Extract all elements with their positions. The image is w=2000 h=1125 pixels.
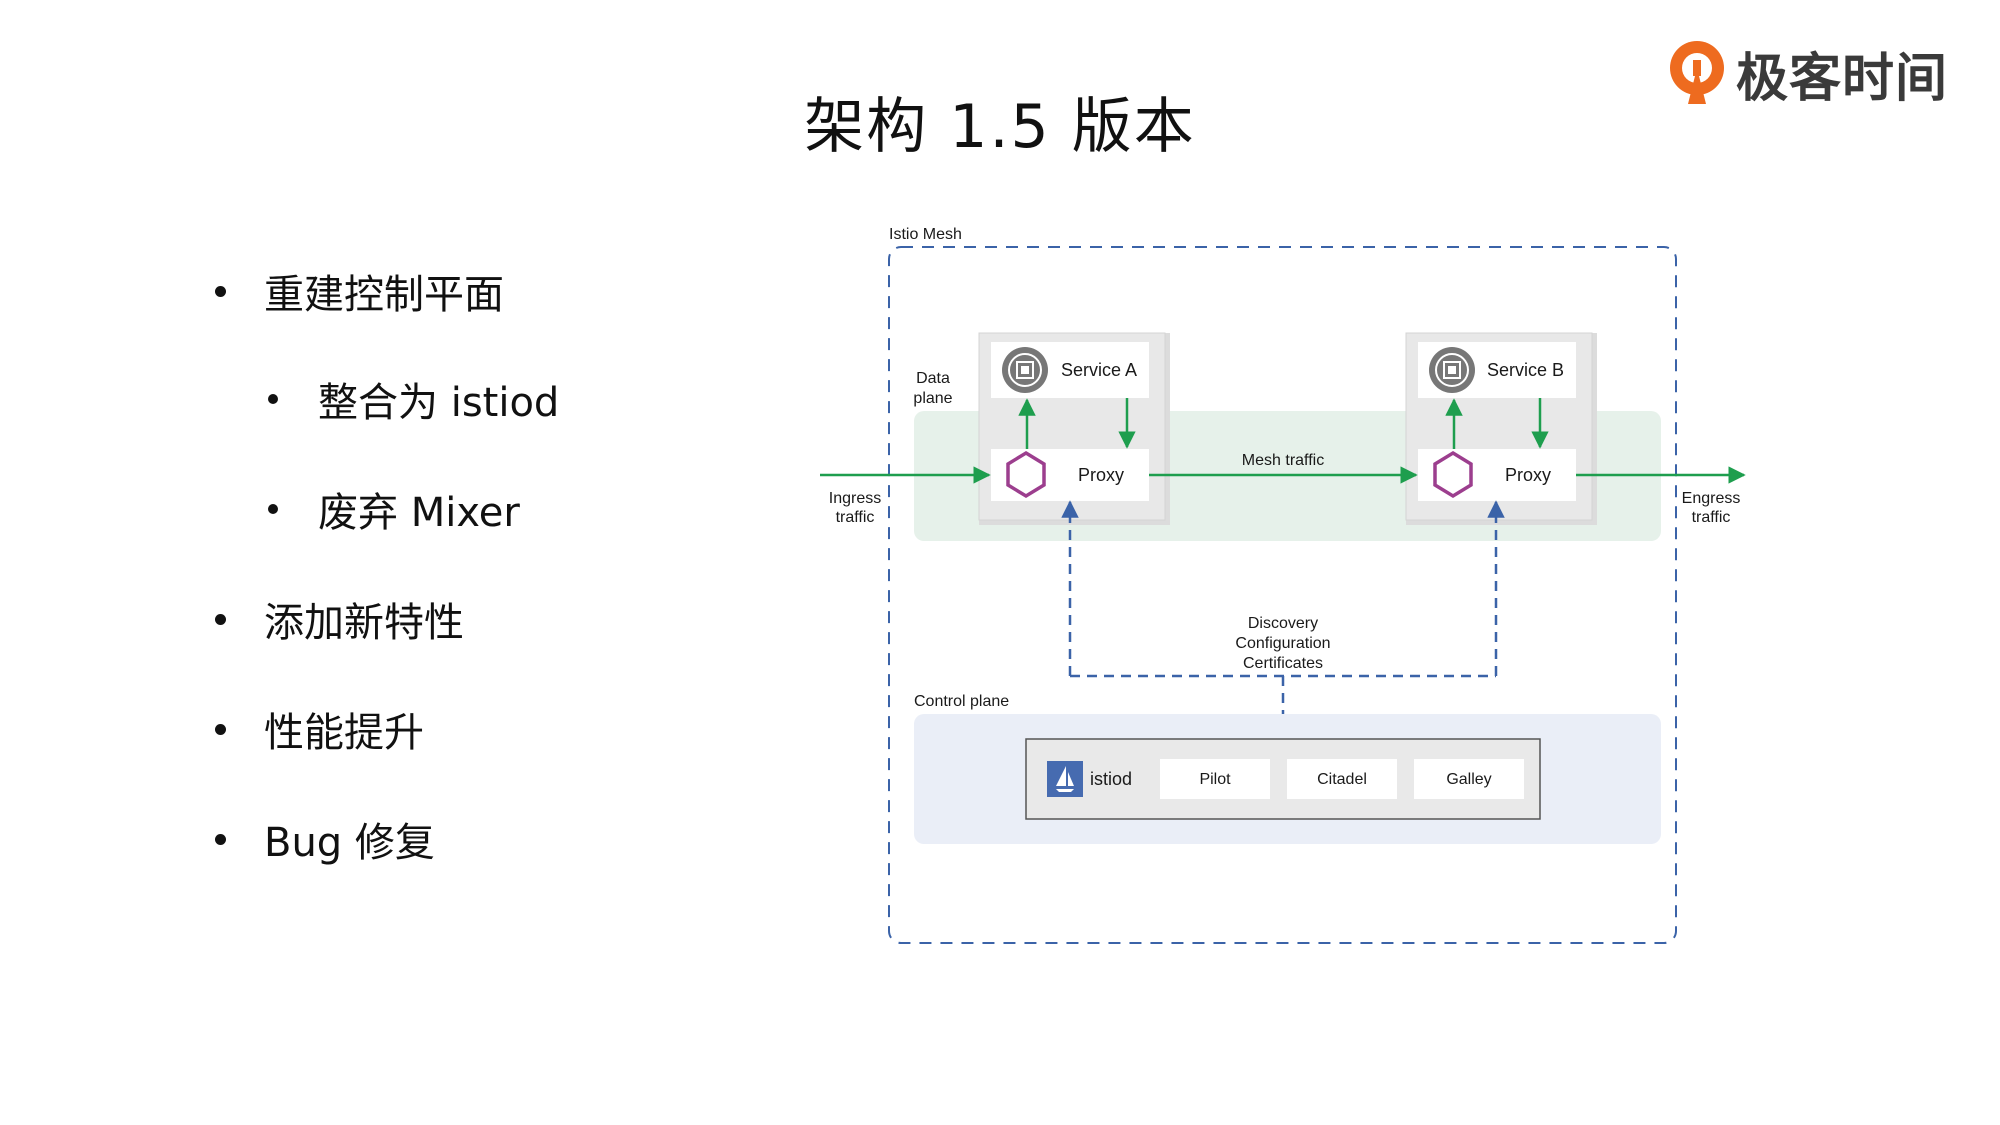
bullet-item: Bug 修复	[215, 810, 435, 868]
control-plane-label: Control plane	[914, 693, 1009, 710]
bullet-dot	[268, 504, 278, 514]
proxy-b-label: Proxy	[1505, 465, 1551, 485]
galley-box	[1414, 759, 1524, 799]
egress-label-1: Engress	[1682, 490, 1741, 507]
ingress-label-2: traffic	[836, 509, 875, 526]
service-b-label: Service B	[1487, 360, 1564, 380]
logo-text: 极客时间	[1736, 49, 1949, 109]
mesh-boundary	[888, 246, 1677, 944]
mesh-label: Istio Mesh	[889, 226, 962, 243]
ingress-label-1: Ingress	[829, 490, 881, 507]
chip-icon	[1002, 347, 1048, 393]
discovery-label-1: Discovery	[1248, 615, 1318, 632]
bullet-text: 性能提升	[264, 710, 424, 756]
service-a-label: Service A	[1061, 360, 1137, 380]
data-plane-label-2: plane	[913, 390, 952, 407]
bullet-item-sub: 废弃 Mixer	[268, 480, 520, 538]
bullet-text: 废弃 Mixer	[318, 490, 520, 536]
bullet-text: Bug 修复	[264, 820, 435, 866]
bullet-item-sub: 整合为 istiod	[268, 370, 559, 428]
proxy-hex-icon	[1433, 450, 1473, 499]
egress-label-2: traffic	[1692, 509, 1731, 526]
pilot-label: Pilot	[1199, 771, 1231, 788]
bullet-item: 添加新特性	[215, 590, 464, 648]
istio-sail-icon	[1047, 761, 1083, 797]
proxy-a-box	[991, 449, 1149, 501]
mesh-traffic-label: Mesh traffic	[1242, 452, 1324, 469]
slide-title: 架构 1.5 版本	[804, 92, 1196, 162]
bullet-text: 添加新特性	[264, 600, 464, 646]
data-plane-label-1: Data	[916, 370, 950, 387]
proxy-a-label: Proxy	[1078, 465, 1124, 485]
logo: 极客时间	[1666, 36, 1948, 111]
istiod-label: istiod	[1090, 769, 1132, 789]
pilot-box	[1160, 759, 1270, 799]
galley-label: Galley	[1446, 771, 1491, 788]
bullet-item: 重建控制平面	[215, 262, 504, 320]
bullet-dot	[215, 285, 226, 297]
bullet-dot	[215, 833, 226, 845]
citadel-box	[1287, 759, 1397, 799]
chip-icon	[1429, 347, 1475, 393]
bullet-text: 重建控制平面	[264, 272, 504, 318]
bullet-text: 整合为 istiod	[318, 380, 560, 426]
citadel-label: Citadel	[1317, 771, 1367, 788]
discovery-label-3: Certificates	[1243, 655, 1323, 672]
proxy-b-box	[1418, 449, 1576, 501]
bullet-dot	[215, 723, 226, 735]
discovery-label-2: Configuration	[1235, 635, 1330, 652]
proxy-hex-icon	[1006, 450, 1046, 499]
bullet-dot	[268, 394, 278, 404]
geektime-logo-icon	[1670, 40, 1724, 104]
bullet-dot	[215, 613, 226, 625]
bullet-item: 性能提升	[215, 700, 424, 758]
